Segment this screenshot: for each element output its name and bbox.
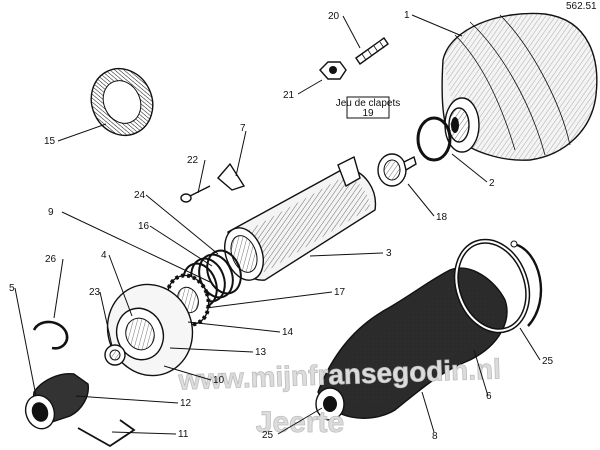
part-25-hose-clip (513, 242, 543, 327)
part-6-clamp-band (453, 238, 531, 334)
part-3-cylinder (224, 155, 377, 281)
part-1-sphere (441, 12, 598, 161)
watermark-line-2: Jeerte (256, 406, 344, 439)
document-reference: 562.51 (566, 1, 597, 12)
part-labels: 1 2 3 4 5 6 7 8 9 10 11 12 13 14 15 16 1… (9, 10, 554, 442)
label-17: 17 (334, 287, 346, 298)
label-13: 13 (255, 347, 267, 358)
label-18: 18 (436, 212, 448, 223)
label-15: 15 (44, 136, 56, 147)
label-1: 1 (404, 10, 410, 21)
label-21: 21 (283, 90, 295, 101)
label-2: 2 (489, 178, 495, 189)
label-10: 10 (213, 375, 225, 386)
label-5: 5 (9, 283, 15, 294)
label-26: 26 (45, 254, 57, 265)
part-23-boss (104, 344, 126, 366)
label-24: 24 (134, 190, 146, 201)
part-20-stud-bolt (355, 37, 389, 65)
label-7: 7 (240, 123, 246, 134)
watermark-line-1: www.mijnfransegodin.nl (177, 353, 501, 395)
label-23: 23 (89, 287, 101, 298)
part-11-spring-clip (77, 419, 136, 448)
label-25-right: 25 (542, 356, 554, 367)
label-8: 8 (432, 431, 438, 442)
valve-set-callout: Jeu de clapets 19 (336, 96, 401, 119)
part-25-clip-eye (510, 240, 518, 248)
label-20: 20 (328, 11, 340, 22)
part-7-clip (217, 162, 246, 191)
callout-line-1: Jeu de clapets (336, 98, 401, 109)
part-15-gasket (90, 67, 154, 137)
label-4: 4 (101, 250, 107, 261)
callout-line-2: 19 (362, 108, 374, 119)
label-12: 12 (180, 398, 192, 409)
part-26-circlip (32, 320, 69, 350)
label-9: 9 (48, 207, 54, 218)
label-3: 3 (386, 248, 392, 259)
part-12-boot (24, 373, 89, 430)
label-22: 22 (187, 155, 199, 166)
part-8-large-boot (315, 267, 508, 421)
label-25-bottom: 25 (262, 430, 274, 441)
label-14: 14 (282, 327, 294, 338)
part-21-nut (319, 61, 347, 80)
label-6: 6 (486, 391, 492, 402)
part-2-o-ring (416, 116, 452, 162)
part-22-screw (180, 185, 211, 203)
label-11: 11 (178, 429, 189, 440)
part-18-valve-fitting (377, 153, 417, 187)
label-16: 16 (138, 221, 150, 232)
leader-lines (14, 14, 541, 435)
